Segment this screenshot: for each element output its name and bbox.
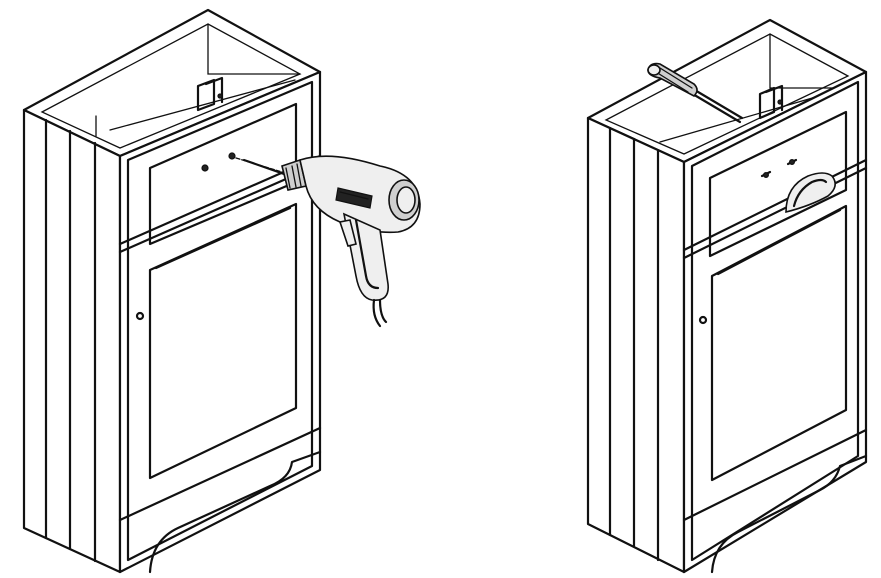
drawer-handle [785,172,836,214]
drill-icon [235,155,421,328]
screwdriver-icon [647,62,744,124]
left-cabinet [22,8,322,574]
right-cabinet [586,18,868,574]
